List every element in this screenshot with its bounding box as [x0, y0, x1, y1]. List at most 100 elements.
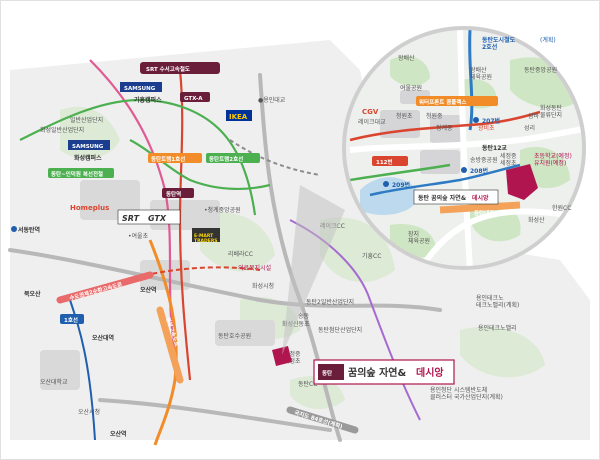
label-osan-college: 오산대학교 [40, 378, 68, 386]
label-inset-gwangbi: 광비초 [478, 124, 495, 132]
project-callout: 동탄 꿈의숲 자연& 데시앙 [313, 359, 455, 385]
label-hwaseong-shindong: 화성신동초 [282, 320, 310, 328]
label-inset-yeoul-park: 여울공원 [400, 84, 422, 92]
label-inset-dongtan12: 동탄12교 [482, 144, 507, 152]
label-inset-208: 208번 [470, 167, 488, 175]
label-inset-hwaseong-mt: 화성산 [528, 216, 545, 224]
tram2-badge: 동탄트램2호선 [206, 153, 260, 163]
highway-ribbon-southwest [56, 271, 154, 304]
line1-badge: 1호선 [60, 314, 84, 324]
inset-208-badge: 208번 [461, 167, 488, 175]
label-dongtan-cc: 동탄CC [298, 380, 317, 388]
label-inset-dongtan-road: 동탄대로 [474, 209, 494, 217]
label-inset-hangwon: 한원CC [552, 204, 571, 212]
inset-line-green [349, 163, 451, 182]
label-medical-complex: 의료복지시설 [238, 264, 271, 272]
ikea-logo: IKEA [226, 110, 252, 121]
label-project-district: 동탄 [322, 369, 332, 377]
label-dongtan-induk-line: 동탄~인덕원 복선전철 [51, 170, 103, 178]
inset-road-orange [439, 201, 521, 214]
label-ieum-school: •여울초 [128, 232, 149, 240]
label-inset-lake: 레이크대교 [358, 118, 386, 126]
label-dongtan-lake-park: 동탄호수공원 [218, 332, 251, 340]
label-osan-univ-station: 오산대역 [92, 334, 114, 342]
project-site-main [272, 346, 292, 366]
label-tram1: 동탄트램1호선 [151, 155, 185, 163]
rail-green-line [19, 98, 257, 216]
inset-urban-blocks [380, 90, 464, 174]
label-kiheung-cc: 기흥CC [362, 252, 381, 260]
inset-line2 [468, 29, 474, 131]
label-inset-cheongwon: 청원초 [396, 112, 413, 120]
label-project-name-b: 데시앙 [416, 366, 444, 379]
label-samsung-1: SAMSUNG [124, 86, 156, 92]
label-kiheung-campus: 기흥캠퍼스 [134, 96, 162, 104]
label-yongin-bridge: ●용인대교 [258, 96, 286, 104]
label-inset-cgv: CGV [362, 108, 379, 116]
label-inset-112: 112번 [376, 158, 393, 166]
inset-lake [360, 177, 420, 215]
label-project-name-a: 꿈의숲 자연& [348, 366, 406, 379]
rail-blue-line1 [69, 299, 96, 441]
srt-gtx-logo: SRT GTX [117, 209, 181, 225]
label-seodongtan: 서동탄역 [18, 226, 40, 234]
label-gtx-logo: GTX [148, 214, 167, 223]
label-osan-city-hall: 오산시청 [78, 408, 100, 416]
inset-line-red [349, 110, 541, 142]
label-yongin-industrial: 용인테크노밸리 [478, 324, 517, 332]
highway-ribbon-gyeongbu [156, 306, 184, 384]
label-homeplus: Homeplus [70, 204, 109, 212]
label-osan-station-west: 오산역 [140, 286, 157, 294]
label-inset-209: 209번 [392, 181, 410, 189]
label-inset-planned-school: 초등학교(예정)유치원(예정) [534, 152, 572, 167]
label-srt-logo: SRT [122, 214, 140, 223]
inset-207-badge: 207번 [473, 117, 500, 125]
label-dongtan-station: 동탄역 [166, 190, 181, 198]
homeplus-logo: Homeplus [70, 204, 109, 212]
label-samsung-2: SAMSUNG [72, 144, 104, 150]
seodongtan-marker [11, 226, 17, 232]
label-inset-songwon: 송방중공원 [470, 156, 498, 164]
srt-badge: SRT 수서고속철도 [140, 62, 220, 74]
label-srt-suseo: SRT 수서고속철도 [146, 65, 190, 73]
samsung-kiheung: SAMSUNG 기흥캠퍼스 [120, 82, 162, 104]
label-gtx-a: GTX-A [184, 96, 203, 102]
inset-line-blue [369, 163, 521, 197]
label-hwaseong-campus: 화성캠퍼스 [74, 154, 102, 162]
label-hwaseong-ilban: 화성일반산업단지 [40, 126, 84, 134]
label-dongtan-ind2: 동탄2일반산업단지 [306, 298, 354, 306]
magnifier-cone [282, 185, 345, 355]
label-inset-seongni: 성리 [524, 124, 535, 132]
label-bukosan: 북오산 [24, 290, 41, 298]
dongtan-station-badge: 동탄역 [162, 188, 194, 198]
rail-green-line2 [129, 139, 271, 190]
inset-112-badge: 112번 [372, 156, 408, 166]
label-inset-207: 207번 [482, 117, 500, 125]
label-inset-dongtan-center: 동탄중앙공원 [524, 66, 557, 74]
highway-ribbon-kukji [286, 406, 359, 434]
tram1-badge: 동탄트램1호선 [148, 153, 202, 163]
label-ilban-industrial: 일반산업단지 [70, 116, 103, 124]
samsung-hwaseong: SAMSUNG 화성캠퍼스 [68, 140, 110, 162]
inset-209-badge: 209번 [383, 181, 410, 189]
label-inset-cheongwon-mid: 청원중 [426, 112, 443, 120]
project-site-inset [506, 164, 538, 200]
label-inset-waterfront: 워터프론트 콤플렉스 [419, 98, 466, 106]
label-hwaseong-cityhall: 화성시청 [252, 282, 274, 290]
label-inset-wangbae: 왕배산 [398, 54, 415, 62]
label-inset-project-a: 동탄 꿈의숲 자연& [418, 194, 466, 202]
label-cheonggye-park: •청계중앙공원 [204, 206, 241, 214]
